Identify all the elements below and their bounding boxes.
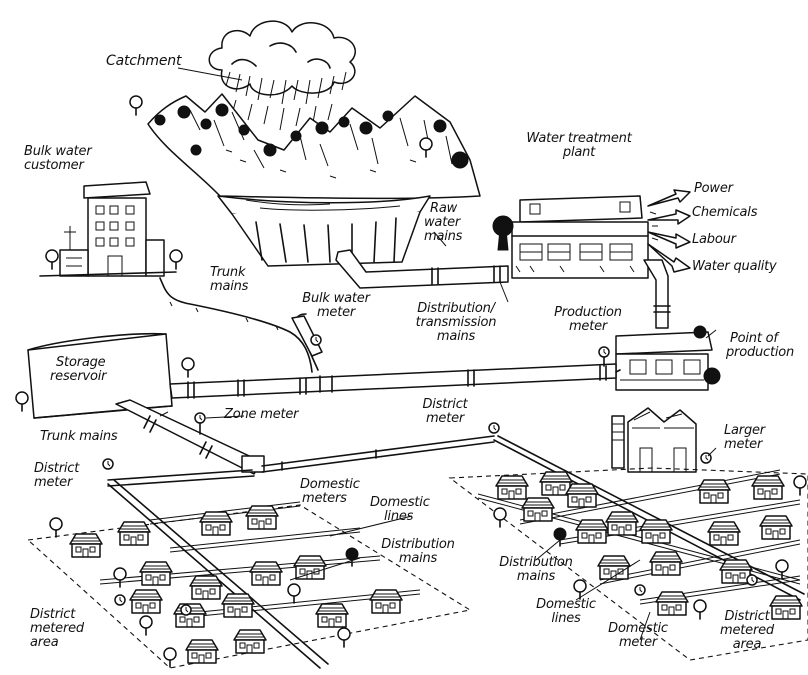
label-district-metered-area-right-2: metered [720,623,774,638]
label-production-meter-2: meter [568,319,608,334]
district-meter-dial-center [488,422,500,434]
label-water-quality: Water quality [692,259,777,274]
label-zone-meter: Zone meter [224,407,299,422]
label-trunk-mains-top-1: Trunk [210,265,246,280]
label-district-metered-area-left-2: metered [30,621,84,636]
label-trunk-mains-top-2: mains [210,279,249,294]
label-trunk-mains-left: Trunk mains [40,429,118,444]
label-district-meter-left-1: District [34,461,80,476]
label-point-of-production-1: Point of [730,331,778,346]
factory-building [611,407,697,473]
label-storage-reservoir-1: Storage [56,355,106,370]
label-domestic-lines-top-1: Domestic [370,495,430,510]
label-distribution-transmission-2: transmission [415,315,497,330]
label-production-meter-1: Production [554,305,622,320]
raw-water-mains-pipe [335,249,509,289]
label-district-metered-area-right-3: area [732,637,762,652]
label-water-treatment-plant-2: plant [562,145,596,160]
label-domestic-lines-top-2: lines [384,509,414,524]
label-raw-water-mains-1: Raw [430,201,458,216]
point-of-production-building [615,325,721,391]
mountains [129,93,481,200]
transmission-main-pipe [169,313,617,399]
label-raw-water-mains-2: water [424,215,461,230]
input-arrows [647,189,691,273]
label-bulk-water-customer-2: customer [24,158,84,173]
label-domestic-lines-bottom-2: lines [551,611,581,626]
label-bulk-water-meter-1: Bulk water [302,291,370,306]
label-bulk-water-meter-2: meter [316,305,356,320]
label-distribution-transmission-1: Distribution/ [417,301,495,316]
label-district-meter-center-2: meter [425,411,465,426]
plant-to-production-pipe [643,259,671,329]
label-district-meter-left-2: meter [34,475,73,490]
label-district-meter-center-1: District [422,397,468,412]
trunk-mains-pipe-lower [115,399,265,475]
zone-meter-dial [194,412,206,424]
label-distribution-mains-center-2: mains [398,551,438,566]
label-raw-water-mains-3: mains [424,229,463,244]
water-treatment-plant [492,195,649,279]
label-bulk-water-customer-1: Bulk water [24,144,92,159]
label-distribution-mains-right-1: Distribution [499,555,573,570]
dam [217,195,431,267]
label-storage-reservoir-2: reservoir [50,369,107,384]
label-point-of-production-2: production [726,345,795,360]
label-distribution-transmission-3: mains [436,329,476,344]
bulk-water-meter-dial [310,334,322,346]
label-distribution-mains-right-2: mains [516,569,556,584]
label-domestic-lines-bottom-1: Domestic [536,597,596,612]
label-water-treatment-plant-1: Water treatment [526,131,632,146]
label-domestic-meters-2: meters [302,491,347,506]
label-chemicals: Chemicals [692,205,758,220]
production-meter-dial [598,346,610,358]
trunk-mains-line [159,277,313,373]
label-distribution-mains-center-1: Distribution [381,537,455,552]
cloud [208,20,356,131]
label-power: Power [694,181,733,196]
label-labour: Labour [692,232,736,247]
label-domestic-meters-1: Domestic [300,477,360,492]
district-meter-dial-left [102,458,114,470]
label-catchment: Catchment [106,53,182,69]
bulk-water-customer-building [39,181,183,277]
label-domestic-meter-1: Domestic [608,621,668,636]
trunk-mains-joints [169,301,279,331]
label-larger-meter-2: meter [724,437,763,452]
label-larger-meter-1: Larger [724,423,765,438]
label-district-metered-area-left-3: area [30,635,59,650]
storage-reservoir-tank [15,332,195,419]
label-district-metered-area-right-1: District [724,609,770,624]
label-domestic-meter-2: meter [618,635,658,650]
leader-lines [159,67,717,641]
right-district-boundary [448,467,808,661]
label-district-metered-area-left-1: District [30,607,76,622]
